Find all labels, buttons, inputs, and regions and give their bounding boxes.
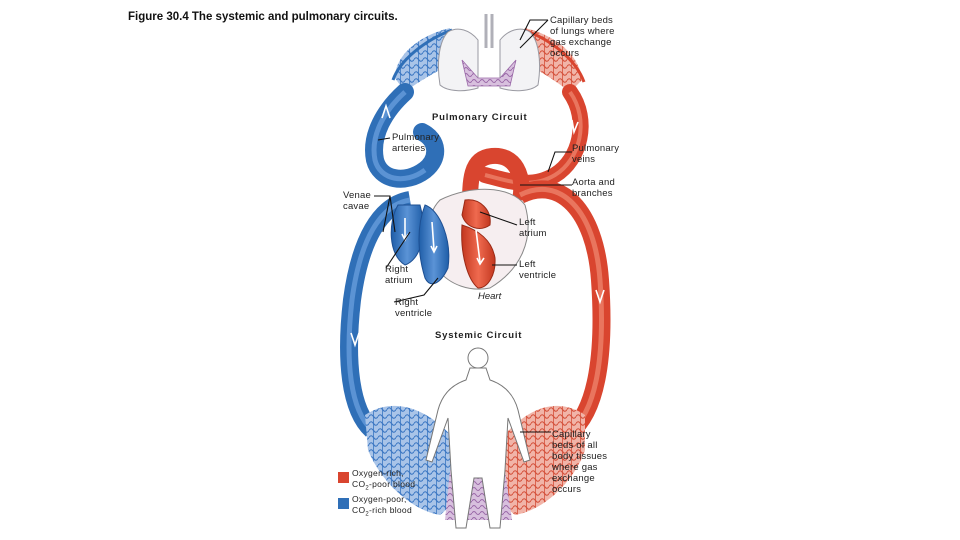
label-capillary-lungs: Capillary beds of lungs where gas exchan… — [550, 15, 615, 59]
label-aorta: Aorta and branches — [572, 177, 615, 199]
body-silhouette — [425, 347, 531, 529]
legend-swatch-oxygen-rich — [338, 472, 349, 483]
label-heart: Heart — [478, 291, 502, 302]
label-pulmonary-circuit: Pulmonary Circuit — [432, 112, 528, 123]
label-systemic-circuit: Systemic Circuit — [435, 330, 523, 341]
label-venae-cavae: Venae cavae — [343, 190, 371, 212]
label-capillary-body: Capillary beds of all body tissues where… — [552, 429, 608, 495]
label-left-ventricle: Left ventricle — [519, 259, 557, 281]
legend-swatch-oxygen-poor — [338, 498, 349, 509]
flow-arrows — [350, 103, 605, 348]
left-atrium-chamber — [461, 199, 491, 229]
left-ventricle-chamber — [461, 224, 496, 289]
leader-lines — [374, 19, 572, 433]
label-pulmonary-arteries: Pulmonary arteries — [392, 132, 440, 154]
label-right-atrium: Right atrium — [385, 264, 413, 286]
lungs — [437, 14, 541, 92]
pulmonary-vein-vessel — [477, 84, 589, 191]
aorta-vessel — [462, 147, 530, 211]
label-right-ventricle: Right ventricle — [395, 297, 433, 319]
label-pulmonary-veins: Pulmonary veins — [572, 143, 620, 165]
figure-title: Figure 30.4 The systemic and pulmonary c… — [128, 11, 398, 23]
legend-label-oxygen-rich: Oxygen-rich, CO2-poor blood — [352, 468, 416, 492]
legend-label-oxygen-poor: Oxygen-poor, CO2-rich blood — [352, 494, 412, 518]
label-left-atrium: Left atrium — [519, 217, 547, 239]
